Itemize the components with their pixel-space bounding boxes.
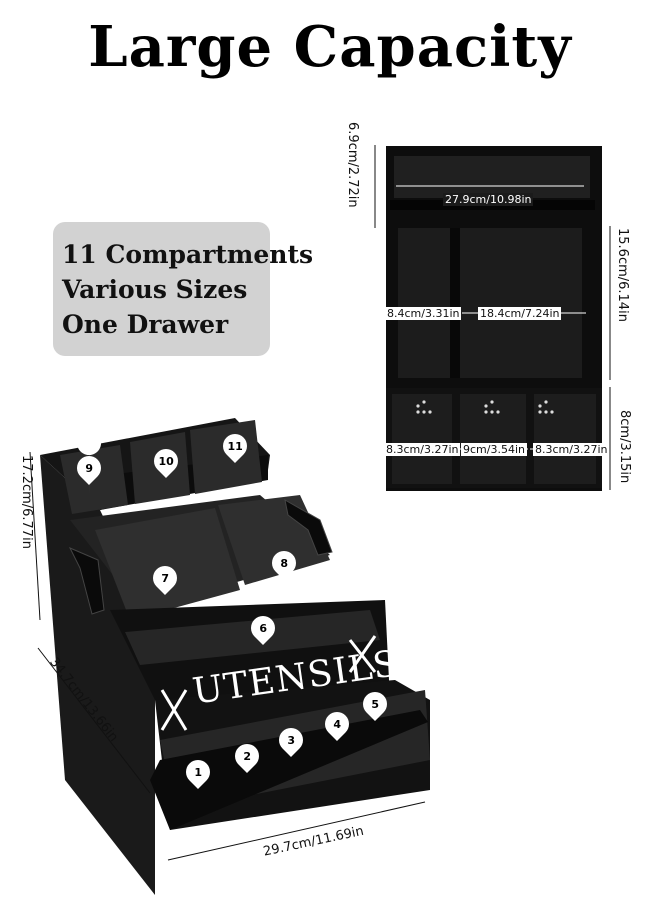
- feature-drawer: One Drawer: [62, 310, 229, 339]
- drawer-left-width-label: 8.3cm/3.27in: [384, 443, 461, 456]
- feature-compartments: 11 Compartments: [62, 240, 314, 269]
- drawer-middle-width-label: 9cm/3.54in: [461, 443, 527, 456]
- top-depth-label: 6.9cm/2.72in: [345, 122, 360, 208]
- utensil-icons: [160, 635, 377, 731]
- drawer-right-width-label: 8.3cm/3.27in: [533, 443, 610, 456]
- middle-left-width-label: 8.4cm/3.31in: [385, 307, 462, 320]
- middle-height-label: 15.6cm/6.14in: [615, 228, 630, 322]
- vent-dots: [416, 400, 554, 414]
- feature-sizes: Various Sizes: [62, 275, 248, 304]
- features-box: [53, 222, 270, 356]
- drawer-height-label: 8cm/3.15in: [617, 410, 632, 484]
- top-width-label: 27.9cm/10.98in: [443, 193, 534, 206]
- product-organizer: [40, 418, 430, 895]
- page-title: Large Capacity: [88, 14, 572, 80]
- middle-right-width-label: 18.4cm/7.24in: [478, 307, 562, 320]
- product-height-label: 17.2cm/6.77in: [19, 455, 34, 549]
